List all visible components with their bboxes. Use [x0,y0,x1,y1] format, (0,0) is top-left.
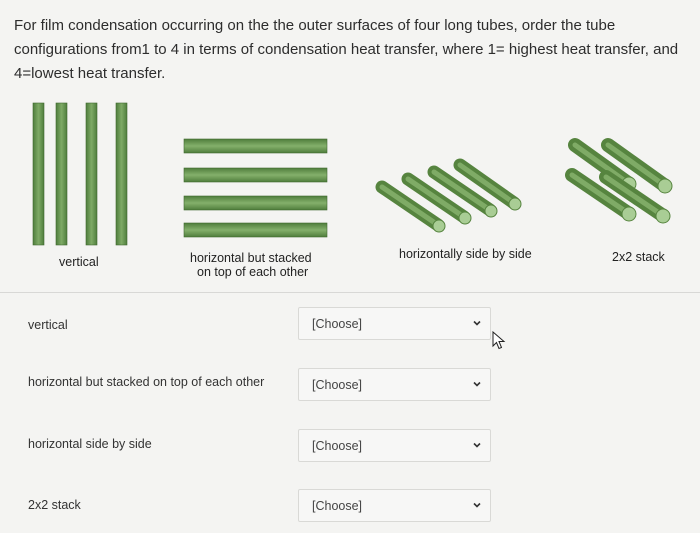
chevron-down-icon [473,502,481,508]
divider [0,292,700,293]
question-text: For film condensation occurring on the t… [14,14,694,86]
tube-diagram [32,102,673,246]
mouse-cursor-icon [492,331,506,350]
stacked-tube-2 [183,167,328,183]
vertical-tube-3 [85,102,98,246]
horizontal-stacked-tubes [183,138,328,238]
vertical-tubes [32,102,128,246]
vertical-tube-1 [32,102,45,246]
row-label-horizontal-stacked: horizontal but stacked on top of each ot… [28,375,265,389]
figure-label-vertical: vertical [59,255,99,269]
stacked-tube-1 [183,138,328,154]
question-line-3: 4=lowest heat transfer. [14,65,166,82]
vertical-tube-4 [115,102,128,246]
row-label-vertical: vertical [28,318,68,332]
stacked-tube-4 [183,222,328,238]
tube-configurations-figure: vertical horizontal but stacked on top o… [0,95,700,290]
chevron-down-icon [473,320,481,326]
row-label-side-by-side: horizontal side by side [28,437,152,451]
figure-label-side-by-side: horizontally side by side [399,247,532,261]
figure-label-stacked-2: on top of each other [197,265,309,279]
select-value: [Choose] [312,439,363,453]
chevron-down-icon [473,442,481,448]
rank-select-horizontal-stacked[interactable]: [Choose] [298,368,491,401]
vertical-tube-2 [55,102,68,246]
stacked-tube-3 [183,195,328,211]
rank-select-vertical[interactable]: [Choose] [298,307,491,340]
figure-label-2x2: 2x2 stack [612,250,665,264]
chevron-down-icon [473,381,481,387]
question-line-1: For film condensation occurring on the t… [14,17,616,34]
two-by-two-tubes [565,138,673,224]
figure-label-stacked-1: horizontal but stacked [190,251,312,265]
question-line-2: configurations from1 to 4 in terms of co… [14,41,679,58]
rank-select-side-by-side[interactable]: [Choose] [298,429,491,462]
side-by-side-tubes [375,158,522,233]
rank-select-2x2[interactable]: [Choose] [298,489,491,522]
select-value: [Choose] [312,317,363,331]
row-label-2x2: 2x2 stack [28,498,81,512]
select-value: [Choose] [312,499,363,513]
select-value: [Choose] [312,378,363,392]
